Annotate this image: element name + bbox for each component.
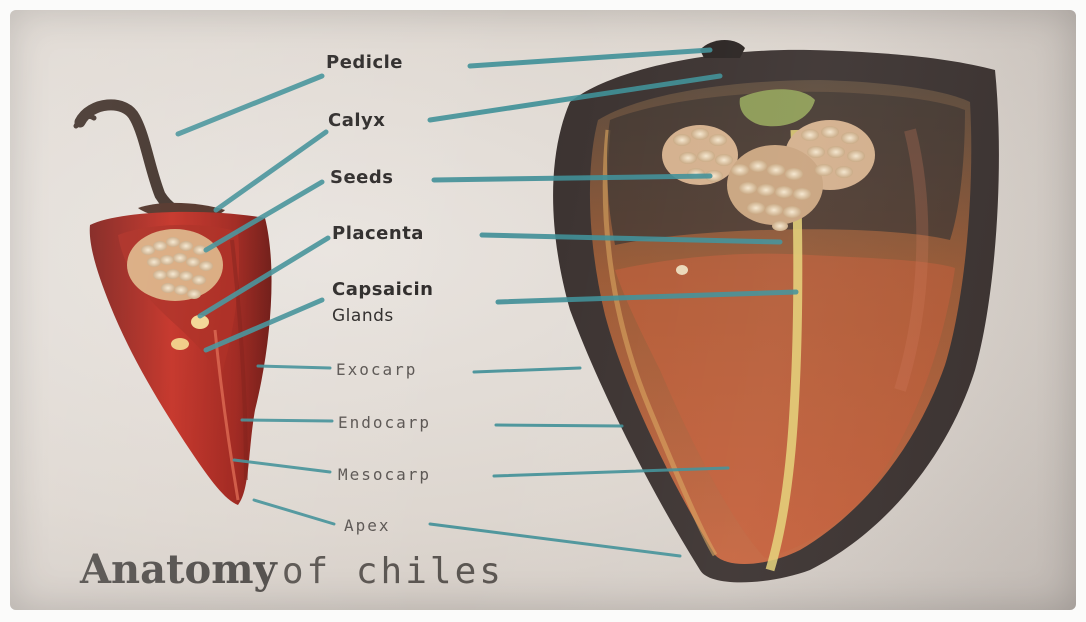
small-capsaicin-glands xyxy=(171,338,189,350)
label-glands: Glands xyxy=(332,306,394,326)
leader-calyx-left xyxy=(216,132,326,210)
leader-exocarp-right xyxy=(474,368,580,372)
chile-illustration xyxy=(10,10,1076,610)
title-rest: of chiles xyxy=(282,551,504,592)
leader-exocarp-left xyxy=(258,366,330,368)
label-apex: Apex xyxy=(344,516,391,535)
label-placenta: Placenta xyxy=(332,223,424,244)
large-chile xyxy=(553,40,999,582)
label-capsaicin: Capsaicin xyxy=(332,279,433,300)
label-endocarp: Endocarp xyxy=(338,413,431,432)
leader-endocarp-left xyxy=(242,420,332,421)
label-exocarp: Exocarp xyxy=(336,360,417,379)
diagram-title: Anatomy of chiles xyxy=(80,546,504,593)
small-chile xyxy=(76,105,272,505)
small-seeds xyxy=(127,229,223,301)
title-bold: Anatomy xyxy=(80,546,277,593)
leader-pedicle-left xyxy=(178,76,322,134)
label-seeds: Seeds xyxy=(330,167,393,188)
label-pedicle: Pedicle xyxy=(326,52,403,73)
small-pedicle xyxy=(80,105,192,216)
label-mesocarp: Mesocarp xyxy=(338,465,431,484)
leader-endocarp-right xyxy=(496,425,622,426)
diagram-photo: Pedicle Calyx Seeds Placenta Capsaicin G… xyxy=(10,10,1076,610)
label-calyx: Calyx xyxy=(328,110,385,131)
leader-apex-left xyxy=(254,500,334,524)
